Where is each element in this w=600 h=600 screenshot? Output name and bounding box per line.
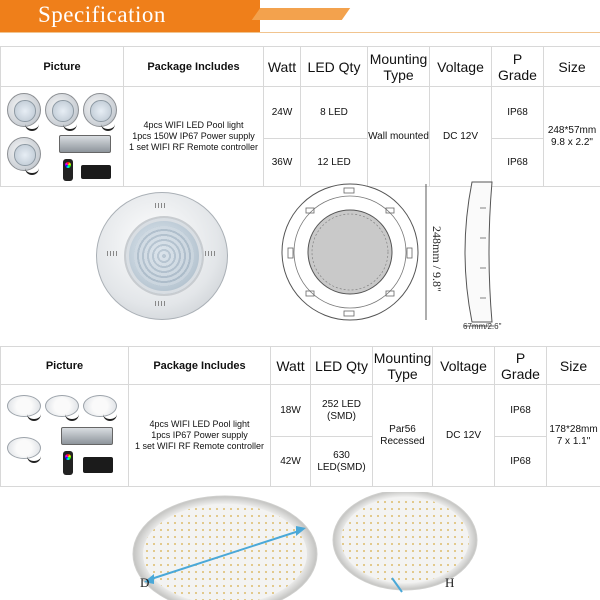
spec-table-2: Picture Package Includes Watt LED Qty Mo…	[0, 346, 600, 487]
diameter-arrow	[147, 529, 303, 581]
height-dimension-label: 248mm / 9.8"	[430, 226, 444, 292]
pool-light-image	[7, 93, 41, 127]
pool-light-photo	[96, 192, 228, 320]
cable-image	[25, 167, 39, 175]
pool-light-image	[83, 93, 117, 127]
led-qty-value: 12 LED	[300, 138, 368, 187]
led-qty-value: 8 LED	[300, 86, 368, 139]
header-banner: Specification	[0, 0, 600, 32]
col-package: Package Includes	[128, 346, 271, 385]
power-supply-image	[61, 427, 113, 445]
package-includes: 4pcs WIFI LED Pool light 1pcs IP67 Power…	[128, 384, 271, 487]
pool-light-image	[7, 137, 41, 171]
product-picture-cell	[0, 384, 129, 487]
vent-slot	[205, 251, 217, 256]
product-picture-cell	[0, 86, 124, 187]
col-package: Package Includes	[123, 46, 264, 87]
height-label: H	[445, 575, 455, 590]
banner-stripe	[251, 8, 351, 20]
mounting-value: Wall mounted	[367, 86, 430, 187]
led-qty-value: 252 LED (SMD)	[310, 384, 373, 437]
col-grade: P Grade	[494, 346, 547, 385]
col-picture: Picture	[0, 346, 129, 385]
cable-image	[65, 413, 79, 421]
depth-dimension-label: 67mm/2.6"	[463, 322, 502, 331]
size-value: 248*57mm 9.8 x 2.2"	[543, 86, 600, 187]
col-watt: Watt	[270, 346, 311, 385]
led-panel-images	[132, 492, 478, 600]
cable-image	[63, 123, 77, 131]
vent-slot	[155, 301, 167, 306]
remote-image	[63, 451, 73, 475]
pool-light-image	[7, 395, 41, 417]
technical-drawing	[281, 181, 494, 327]
grade-value: IP68	[494, 384, 547, 437]
banner-divider	[0, 32, 600, 33]
watt-value: 24W	[263, 86, 301, 139]
watt-value: 42W	[270, 436, 311, 487]
size-value: 178*28mm 7 x 1.1"	[546, 384, 600, 487]
cable-image	[103, 413, 117, 421]
col-led-qty: LED Qty	[300, 46, 368, 87]
col-led-qty: LED Qty	[310, 346, 373, 385]
banner-bar	[0, 0, 260, 32]
led-qty-value: 630 LED(SMD)	[310, 436, 373, 487]
arrow-head-icon	[296, 526, 306, 536]
col-voltage: Voltage	[432, 346, 495, 385]
lens-image	[124, 216, 204, 296]
height-arrow	[391, 577, 403, 593]
grade-value: IP68	[491, 138, 544, 187]
watt-value: 18W	[270, 384, 311, 437]
spec-table-1: Picture Package Includes Watt LED Qty Mo…	[0, 46, 600, 187]
pool-light-image	[45, 395, 79, 417]
cable-image	[101, 123, 115, 131]
led-panel-front-dots	[143, 504, 307, 600]
pool-light-image	[45, 93, 79, 127]
col-size: Size	[546, 346, 600, 385]
vent-slot	[155, 203, 167, 208]
cable-image	[27, 455, 41, 463]
pool-light-image	[7, 437, 41, 459]
remote-image	[63, 159, 73, 181]
col-mounting: Mounting Type	[372, 346, 433, 385]
col-watt: Watt	[263, 46, 301, 87]
power-supply-image	[59, 135, 111, 153]
col-grade: P Grade	[491, 46, 544, 87]
led-panel-side-dots	[341, 497, 469, 583]
col-size: Size	[543, 46, 600, 87]
vent-slot	[107, 251, 119, 256]
cable-image	[27, 413, 41, 421]
col-mounting: Mounting Type	[367, 46, 430, 87]
col-voltage: Voltage	[429, 46, 492, 87]
arrow-head-icon	[144, 574, 154, 584]
voltage-value: DC 12V	[429, 86, 492, 187]
grade-value: IP68	[494, 436, 547, 487]
grade-value: IP68	[491, 86, 544, 139]
voltage-value: DC 12V	[432, 384, 495, 487]
controller-image	[81, 165, 111, 179]
watt-value: 36W	[263, 138, 301, 187]
mounting-value: Par56 Recessed	[372, 384, 433, 487]
page-title: Specification	[38, 2, 166, 27]
col-picture: Picture	[0, 46, 124, 87]
controller-image	[83, 457, 113, 473]
diameter-label: D	[140, 575, 150, 590]
package-includes: 4pcs WIFI LED Pool light 1pcs 150W IP67 …	[123, 86, 264, 187]
pool-light-image	[83, 395, 117, 417]
cable-image	[25, 123, 39, 131]
